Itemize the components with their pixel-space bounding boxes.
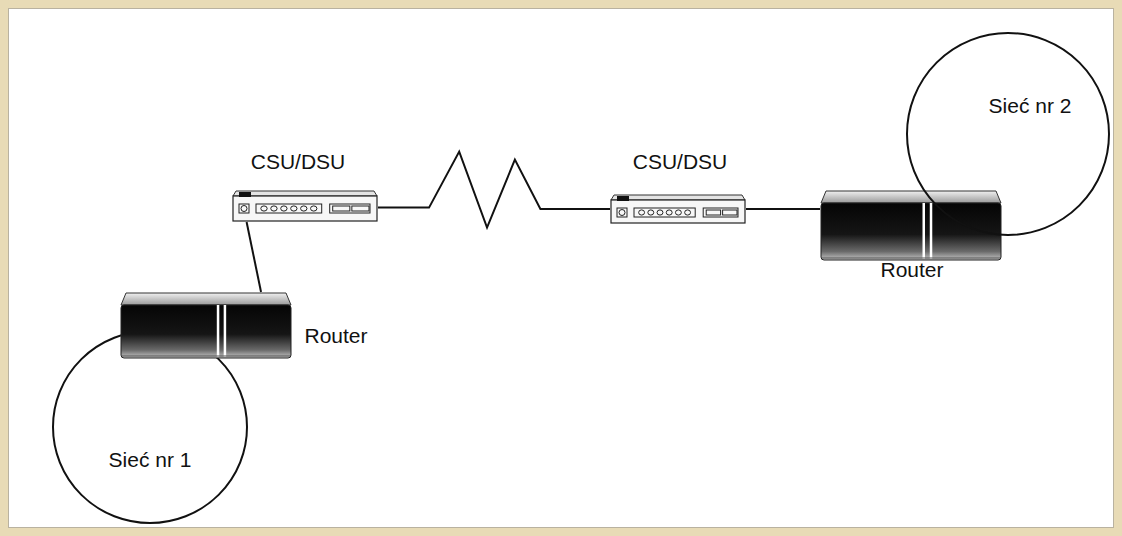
csu-dsu-device-outline xyxy=(232,190,378,222)
csu-dsu-device: CSU/DSU xyxy=(610,194,746,224)
router-device: Router xyxy=(820,190,1002,262)
network-label: Sieć nr 2 xyxy=(989,94,1072,118)
router-device-outline xyxy=(820,190,1002,262)
router-device: Router xyxy=(120,292,292,360)
wan-link xyxy=(378,152,610,228)
csu-dsu-device-outline xyxy=(610,194,746,224)
serial-cable xyxy=(746,208,820,210)
network-circle: Sieć nr 2 xyxy=(906,32,1110,236)
network-circle-outline xyxy=(906,32,1110,236)
device-label: CSU/DSU xyxy=(251,150,346,174)
device-label: CSU/DSU xyxy=(633,150,728,174)
router-device-outline xyxy=(120,292,292,360)
network-circle-outline xyxy=(52,330,248,524)
network-circle: Sieć nr 1 xyxy=(52,330,248,524)
serial-cable xyxy=(247,222,261,292)
device-label: Router xyxy=(880,258,943,282)
csu-dsu-device: CSU/DSU xyxy=(232,190,378,222)
network-label: Sieć nr 1 xyxy=(109,448,192,472)
device-label: Router xyxy=(304,324,367,348)
